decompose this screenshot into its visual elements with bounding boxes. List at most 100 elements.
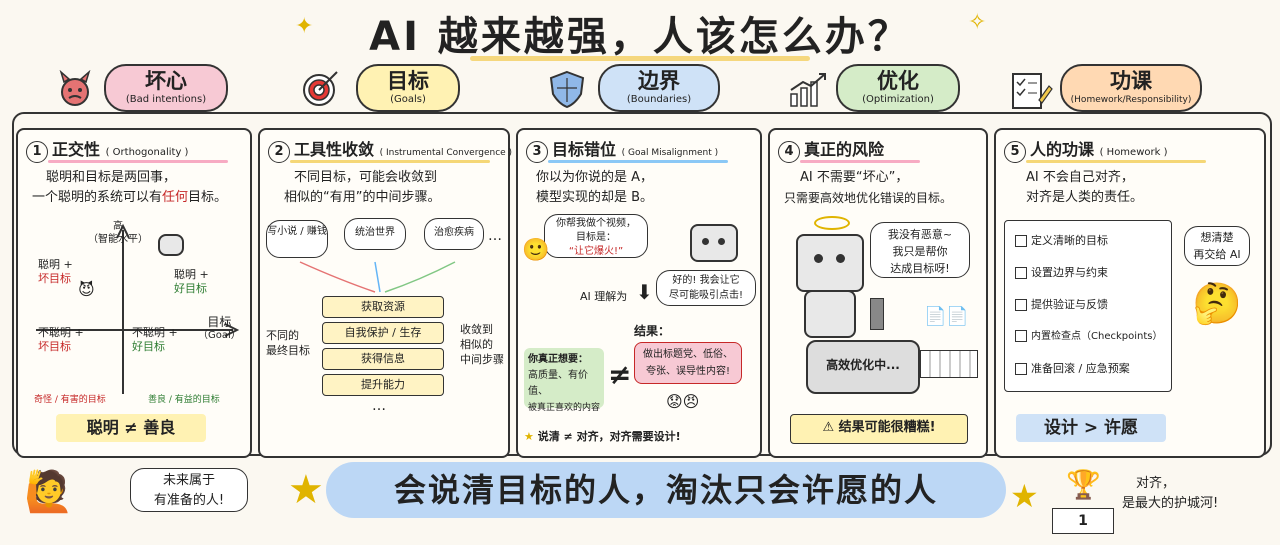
- panel-number: 3: [526, 141, 548, 163]
- checklist-item: 内置检查点（Checkpoints）: [1015, 327, 1165, 347]
- not-equal-sign: ≠: [608, 358, 632, 391]
- header-bad-intentions: 坏心 (Bad intentions): [104, 64, 228, 112]
- box-line: 你真正想要：: [528, 354, 588, 365]
- header-zh: 边界: [638, 69, 680, 93]
- header-zh: 优化: [877, 69, 919, 93]
- target-icon: [296, 70, 342, 108]
- panel-title-zh: 人的功课: [1030, 140, 1095, 159]
- goal-bubble: 写小说 / 赚钱: [266, 220, 328, 258]
- quadrant-dumb-bad: 不聪明 + 坏目标: [38, 326, 84, 354]
- label-line: 不同的: [266, 329, 299, 342]
- panel-number: 2: [268, 141, 290, 163]
- quadrant-label: 聪明 +: [174, 268, 209, 281]
- moat-line: 是最大的护城河!: [1122, 496, 1219, 511]
- footer-statement: 聪明 ≠ 善良: [56, 414, 206, 442]
- intro-text: 目标。: [188, 190, 228, 205]
- bubble-line: 目标是：: [576, 232, 616, 243]
- checklist-text: 设置边界与约束: [1031, 266, 1108, 279]
- pointing-person-icon: 🙋: [24, 469, 74, 515]
- checklist-text: 提供验证与反馈: [1031, 298, 1108, 311]
- header-en: (Homework/Responsibility): [1070, 95, 1192, 105]
- warning-text: 结果可能很糟糕!: [838, 420, 936, 435]
- header-goals: 目标 (Goals): [356, 64, 460, 112]
- left-label: 不同的 最终目标: [266, 328, 310, 358]
- label-line: 收敛到: [460, 323, 493, 336]
- bubble-line: 达成目标呀!: [890, 262, 950, 275]
- checklist-item: 定义清晰的目标: [1015, 231, 1165, 251]
- intro-line-1: 你以为你说的是 A，: [536, 170, 654, 185]
- box-line: 夸张、误导性内容!: [645, 366, 730, 377]
- checklist-text: 定义清晰的目标: [1031, 234, 1108, 247]
- sad-face-icon: 😟😠: [666, 392, 700, 411]
- robot-eye: [814, 254, 823, 263]
- robot-icon: [796, 234, 864, 292]
- robot-eye: [702, 238, 709, 245]
- bubble-line: 尽可能吸引点击!: [668, 290, 743, 301]
- sparkle-icon: ✦: [295, 14, 314, 39]
- header-en: (Goals): [390, 94, 426, 105]
- checkbox-icon: [1015, 363, 1027, 375]
- quadrant-smart-bad: 聪明 + 坏目标: [38, 258, 73, 286]
- label-line: 最终目标: [266, 344, 310, 357]
- moat-text: 对齐， 是最大的护城河!: [1122, 474, 1218, 514]
- quadrant-goal: 好目标: [174, 282, 207, 295]
- quadrant-label: 聪明 +: [38, 258, 73, 271]
- checkbox-icon: [1015, 235, 1027, 247]
- main-banner: 会说清目标的人，淘汰只会许愿的人: [326, 462, 1006, 518]
- halo-icon: [814, 216, 850, 230]
- bubble-line: 我没有恶意~: [887, 228, 953, 241]
- intro-line-2: 只需要高效地优化错误的目标。: [784, 191, 953, 205]
- intro-line-1: AI 不需要“坏心”，: [800, 170, 909, 185]
- robot-speech-bubble: 我没有恶意~ 我只是帮你 达成目标呀!: [870, 222, 970, 278]
- bubble-line: 你帮我做个视频，: [556, 218, 636, 229]
- label-line: 中间步骤: [460, 353, 504, 366]
- title-underline: [48, 160, 228, 163]
- step-resources: 获取资源: [322, 296, 444, 318]
- panel-title-zh: 目标错位: [552, 140, 617, 159]
- checkbox-icon: [1015, 267, 1027, 279]
- robot-body: [804, 290, 856, 338]
- title-underline: [548, 160, 728, 163]
- checkbox-icon: [1015, 299, 1027, 311]
- header-zh: 目标: [387, 69, 429, 93]
- growth-chart-icon: [786, 70, 832, 108]
- star-icon: ★: [288, 467, 324, 513]
- checklist-paper: 定义清晰的目标 设置边界与约束 提供验证与反馈 内置检查点（Checkpoint…: [1004, 220, 1172, 392]
- bad-result-box: 做出标题党、低俗、 夸张、误导性内容!: [634, 342, 742, 384]
- quadrant-goal: 坏目标: [38, 272, 71, 285]
- quadrant-label: 不聪明 +: [132, 326, 178, 339]
- bubble-line: 想清楚: [1200, 231, 1234, 244]
- devil-face-icon: [52, 69, 98, 108]
- convergence-arrows: [299, 261, 456, 293]
- header-optimization: 优化 (Optimization): [836, 64, 960, 112]
- axis-high-sub: （智能水平）: [88, 234, 148, 245]
- robot-eye: [836, 254, 845, 263]
- intro-line-1: AI 不会自己对齐，: [1026, 170, 1134, 185]
- x-axis-label: 目标 （Goal）: [198, 316, 241, 342]
- devil-face-icon: 😈: [78, 280, 95, 299]
- robot-icon: [158, 234, 184, 256]
- checklist-item: 提供验证与反馈: [1015, 295, 1165, 315]
- axis-high: 高: [113, 221, 123, 232]
- ellipsis: …: [488, 228, 502, 244]
- robot-reply-bubble: 好的! 我会让它 尽可能吸引点击!: [656, 270, 756, 306]
- panel-number: 5: [1004, 141, 1026, 163]
- sparkle-icon: ✧: [968, 10, 987, 35]
- bubble-line: 我只是帮你: [892, 245, 948, 258]
- panel-title-zh: 真正的风险: [804, 140, 885, 159]
- optimization-machine: 高效优化中...: [806, 340, 920, 394]
- right-label: 收敛到 相似的 中间步骤: [460, 322, 504, 367]
- intro-text: 一个聪明的系统可以有: [32, 190, 163, 205]
- header-en: (Boundaries): [626, 94, 692, 105]
- label-line: 相似的: [460, 338, 493, 351]
- person-icon: 🙂: [522, 238, 550, 263]
- axis-goal: 目标: [207, 315, 232, 329]
- robot-eye: [718, 238, 725, 245]
- panel-title-zh: 正交性: [52, 140, 101, 159]
- checkbox-icon: [1015, 330, 1027, 342]
- checklist-text: 准备回滚 / 应急预案: [1031, 362, 1130, 375]
